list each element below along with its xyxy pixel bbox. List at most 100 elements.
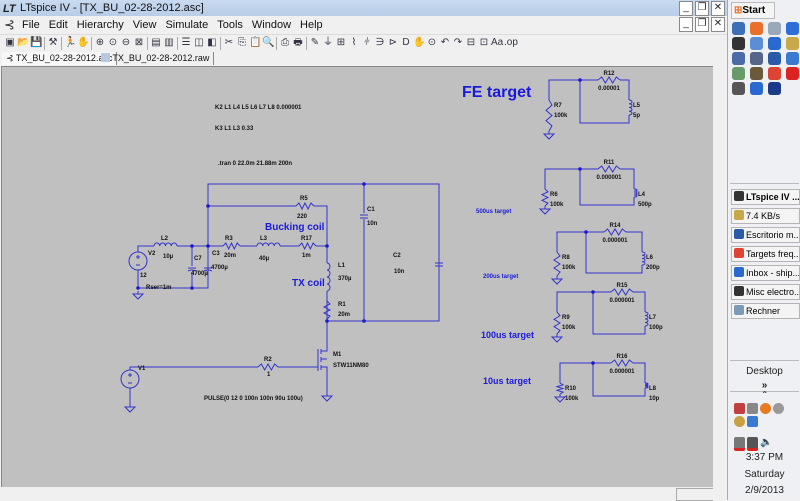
value-R6[interactable]: 100k: [550, 202, 564, 208]
label-R7[interactable]: R7: [554, 103, 562, 109]
value-L1[interactable]: 370µ: [338, 276, 352, 282]
directive-k3[interactable]: K3 L1 L3 0.33: [215, 126, 254, 132]
capacitor-C3[interactable]: [203, 267, 213, 272]
resistor-R12[interactable]: [597, 76, 621, 84]
minimize-button[interactable]: _: [679, 1, 693, 16]
value-R14[interactable]: 0.000001: [602, 238, 628, 244]
label-L3[interactable]: L3: [260, 236, 268, 242]
menu-tools[interactable]: Tools: [217, 19, 243, 31]
copy-button[interactable]: ⎘: [238, 37, 246, 48]
draw-wire-button[interactable]: ✎: [310, 37, 320, 48]
volume-icon[interactable]: 🔈: [760, 437, 773, 448]
doc-minimize-button[interactable]: _: [679, 17, 693, 32]
inductor-L4[interactable]: [633, 188, 638, 198]
ground-icon[interactable]: [320, 393, 334, 402]
junction-dot[interactable]: [206, 244, 210, 248]
menu-file[interactable]: File: [22, 19, 40, 31]
quicklaunch-app-icon[interactable]: [732, 82, 745, 95]
find-button[interactable]: 🔍: [262, 37, 275, 48]
new-schematic-button[interactable]: ▣: [5, 37, 15, 48]
ground-icon[interactable]: [550, 276, 564, 285]
junction-dot[interactable]: [591, 290, 595, 294]
label-C1[interactable]: C1: [367, 207, 375, 213]
wire[interactable]: [316, 245, 328, 263]
quicklaunch-app-icon[interactable]: [768, 22, 781, 35]
value-C2[interactable]: 10n: [394, 269, 405, 275]
label-L1[interactable]: L1: [338, 263, 346, 269]
diode-button[interactable]: ⊳: [388, 37, 398, 48]
resistor-R11[interactable]: [597, 165, 621, 173]
inductor-L2[interactable]: [153, 242, 178, 247]
label-R1[interactable]: R1: [338, 302, 346, 308]
value-C3[interactable]: 4700µ: [211, 265, 228, 271]
restore-button[interactable]: ❐: [695, 1, 709, 16]
resistor-R3[interactable]: [222, 241, 241, 251]
voltage-source-V2[interactable]: [128, 251, 148, 271]
wire[interactable]: [556, 231, 604, 252]
taskbar-button[interactable]: Inbox - ship...: [731, 265, 800, 281]
value-R2[interactable]: 1: [267, 372, 271, 378]
print-button[interactable]: 🖶: [293, 37, 303, 48]
tray-app-icon[interactable]: [734, 403, 745, 414]
label-R17[interactable]: R17: [301, 236, 313, 242]
quicklaunch-app-icon[interactable]: [786, 67, 799, 80]
print-preview-button[interactable]: ⎙: [281, 37, 289, 48]
quicklaunch-app-icon[interactable]: [768, 37, 781, 50]
directive-tran[interactable]: .tran 0 22.0m 21.88m 200n: [218, 161, 292, 167]
wire[interactable]: [579, 80, 630, 124]
clock-time[interactable]: 3:37 PM: [745, 452, 784, 463]
voltage-source-V1[interactable]: [120, 369, 140, 389]
quicklaunch-app-icon[interactable]: [750, 82, 763, 95]
quicklaunch-app-icon[interactable]: [750, 52, 763, 65]
t200-label[interactable]: 200us target: [483, 274, 518, 280]
value-R12[interactable]: 0.00001: [598, 86, 620, 92]
quicklaunch-app-icon[interactable]: [768, 67, 781, 80]
resistor-R1[interactable]: [322, 300, 332, 320]
wire[interactable]: [592, 363, 646, 397]
menu-view[interactable]: View: [132, 19, 157, 31]
label-L7[interactable]: L7: [649, 315, 657, 321]
mirror-button[interactable]: ⊡: [479, 37, 489, 48]
label-R3[interactable]: R3: [225, 236, 233, 242]
desktop-toolbar-label[interactable]: Desktop: [746, 366, 783, 377]
label-net-button[interactable]: ⊞: [336, 37, 346, 48]
component-button[interactable]: D: [402, 37, 410, 48]
show-hidden-icons-button[interactable]: ˆ: [762, 391, 767, 402]
resistor-R9[interactable]: [553, 311, 561, 335]
schematic-drawing[interactable]: K2 L1 L4 L5 L6 L7 L8 0.000001 K3 L1 L3 0…: [2, 67, 713, 487]
wire[interactable]: [585, 232, 643, 274]
voltage-source-V1-polarity[interactable]: [128, 373, 132, 384]
quicklaunch-app-icon[interactable]: [786, 22, 799, 35]
value-L2[interactable]: 10µ: [163, 254, 174, 260]
value-R11[interactable]: 0.000001: [596, 175, 622, 181]
pulse-spec[interactable]: PULSE(0 12 0 100n 100n 90u 100u): [204, 396, 303, 402]
value-R1[interactable]: 20m: [338, 312, 350, 318]
network2-disconnected-icon[interactable]: [747, 437, 758, 451]
junction-dot[interactable]: [362, 319, 366, 323]
label-R6[interactable]: R6: [550, 192, 558, 198]
close-button[interactable]: ✕: [711, 1, 725, 16]
tile-horizontal-button[interactable]: ☰: [181, 37, 191, 48]
label-L5[interactable]: L5: [633, 103, 641, 109]
ground-button[interactable]: ⏚: [323, 37, 333, 48]
ground-icon[interactable]: [550, 334, 564, 343]
wire[interactable]: [559, 362, 611, 383]
wire[interactable]: [129, 366, 258, 370]
wire[interactable]: [556, 291, 611, 312]
label-L4[interactable]: L4: [638, 192, 646, 198]
ground-icon[interactable]: [542, 131, 556, 140]
paste-button[interactable]: 📋: [249, 37, 262, 48]
label-R14[interactable]: R14: [609, 223, 621, 229]
label-L6[interactable]: L6: [646, 255, 654, 261]
run-button[interactable]: 🏃: [64, 37, 77, 48]
move-button[interactable]: ✋: [413, 37, 426, 48]
directive-k2[interactable]: K2 L1 L4 L5 L6 L7 L8 0.000001: [215, 105, 302, 111]
wire[interactable]: [548, 79, 598, 100]
value-R8[interactable]: 100k: [562, 265, 576, 271]
label-V2[interactable]: V2: [148, 251, 156, 257]
inductor-L7[interactable]: [644, 311, 649, 327]
resistor-R14[interactable]: [603, 228, 627, 236]
value-R17[interactable]: 1m: [302, 253, 311, 259]
resistor-R7[interactable]: [545, 99, 553, 132]
start-button[interactable]: ⊞Start: [731, 2, 775, 19]
